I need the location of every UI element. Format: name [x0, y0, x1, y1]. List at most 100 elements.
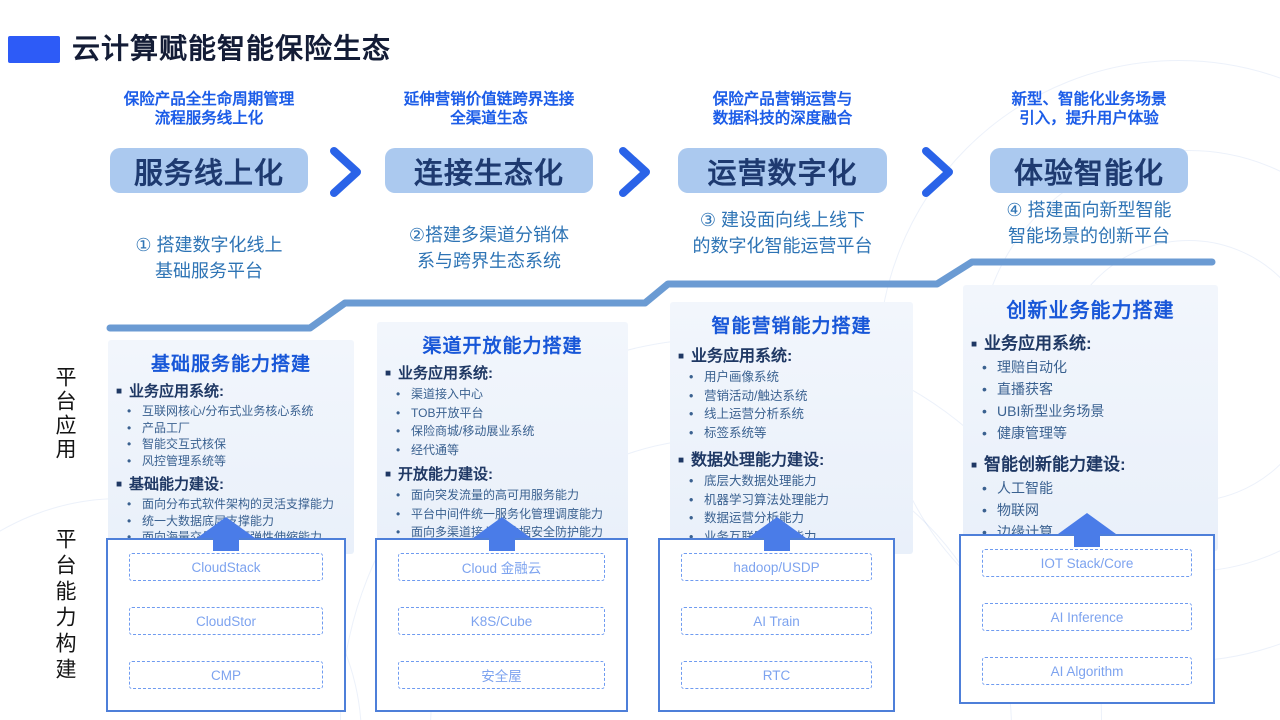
- column-headline: 保险产品营销运营与数据科技的深度融合: [678, 90, 887, 128]
- card-bullet-item: 用户画像系统: [676, 368, 907, 387]
- pipeline-column: 新型、智能化业务场景引入，提升用户体验 体验智能化 ④ 搭建面向新型智能智能场景…: [959, 0, 1218, 720]
- page-title: 云计算赋能智能保险生态: [72, 33, 392, 64]
- stage-badge: 服务线上化: [110, 148, 308, 193]
- side-label-platform-application: 平台应用: [53, 366, 76, 462]
- column-headline-line: 引入，提升用户体验: [1019, 110, 1159, 127]
- card-bullet-item: 面向分布式软件架构的灵活支撑能力: [114, 496, 348, 513]
- up-arrow-icon: [747, 517, 806, 556]
- stage-badge: 运营数字化: [678, 148, 887, 193]
- up-arrow-icon: [197, 517, 255, 556]
- card-bullet-item: 统一大数据底层支撑能力: [114, 513, 348, 530]
- stage-note-line: ① 搭建数字化线上: [135, 235, 283, 255]
- up-arrow-icon: [1058, 513, 1116, 552]
- stage-note-line: ④ 搭建面向新型智能: [1006, 200, 1172, 220]
- capability-card-body: 业务应用系统: 用户画像系统营销活动/触达系统线上运营分析系统标签系统等数据处理能…: [676, 342, 907, 546]
- chevron-right-icon: [329, 146, 363, 203]
- tech-box: K8S/Cube: [398, 607, 605, 635]
- column-headline: 延伸营销价值链跨界连接全渠道生态: [385, 90, 593, 128]
- tech-box: hadoop/USDP: [681, 553, 872, 581]
- pipeline-column: 保险产品全生命周期管理流程服务线上化 服务线上化 ① 搭建数字化线上基础服务平台…: [106, 0, 354, 720]
- stage-note: ① 搭建数字化线上基础服务平台: [110, 232, 308, 284]
- capability-card: 基础服务能力搭建 业务应用系统: 互联网核心/分布式业务核心系统产品工厂智能交互式…: [108, 340, 354, 554]
- tech-box: CloudStack: [129, 553, 323, 581]
- card-section-heading: 基础能力建设:: [116, 473, 348, 494]
- stage-note-line: ②搭建多渠道分销体: [408, 225, 570, 245]
- capability-card-title: 基础服务能力搭建: [150, 354, 311, 375]
- card-bullet-item: 保险商城/移动展业系统: [383, 422, 622, 441]
- stage-note-line: 基础服务平台: [155, 261, 263, 281]
- card-section-heading: 开放能力建设:: [385, 463, 622, 484]
- stage-note: ④ 搭建面向新型智能智能场景的创新平台: [990, 197, 1188, 249]
- tech-box: AI Inference: [982, 603, 1192, 631]
- stage-note: ②搭建多渠道分销体系与跨界生态系统: [385, 222, 593, 274]
- stage-badge: 体验智能化: [990, 148, 1188, 193]
- card-bullet-item: 标签系统等: [676, 424, 907, 443]
- card-bullet-item: 经代通等: [383, 441, 622, 460]
- capability-card-body: 业务应用系统: 渠道接入中心TOB开放平台保险商城/移动展业系统经代通等开放能力建…: [383, 362, 622, 542]
- card-bullet-item: 直播获客: [969, 378, 1212, 400]
- card-bullet-item: 人工智能: [969, 477, 1212, 499]
- card-bullet-item: 理赔自动化: [969, 356, 1212, 378]
- capability-card: 渠道开放能力搭建 业务应用系统: 渠道接入中心TOB开放平台保险商城/移动展业系统…: [377, 322, 628, 550]
- card-bullet-item: 线上运营分析系统: [676, 405, 907, 424]
- tech-box: CMP: [129, 661, 323, 689]
- side-label-platform-capability: 平台能力构建: [53, 528, 76, 684]
- column-headline-line: 流程服务线上化: [154, 110, 264, 127]
- tech-box: AI Train: [681, 607, 872, 635]
- chevron-right-icon: [921, 146, 955, 203]
- tech-box: Cloud 金融云: [398, 553, 605, 581]
- column-headline-line: 全渠道生态: [450, 110, 528, 127]
- column-headline-line: 保险产品全生命周期管理: [123, 91, 295, 108]
- stage-badge: 连接生态化: [385, 148, 593, 193]
- capability-card-title: 创新业务能力搭建: [1006, 300, 1175, 322]
- card-bullet-item: 智能交互式核保: [114, 436, 348, 453]
- stage-note-line: 智能场景的创新平台: [1008, 226, 1170, 246]
- card-section-heading: 业务应用系统:: [971, 329, 1212, 354]
- title-accent-bar: [8, 36, 60, 63]
- card-bullet-item: TOB开放平台: [383, 404, 622, 423]
- pipeline-column: 保险产品营销运营与数据科技的深度融合 运营数字化 ③ 建设面向线上线下的数字化智…: [658, 0, 913, 720]
- chevron-right-icon: [618, 146, 652, 203]
- card-bullet-item: 风控管理系统等: [114, 453, 348, 470]
- card-bullet-item: 渠道接入中心: [383, 385, 622, 404]
- column-headline: 新型、智能化业务场景引入，提升用户体验: [990, 90, 1188, 128]
- card-bullet-item: 底层大数据处理能力: [676, 472, 907, 491]
- card-bullet-item: 平台中间件统一服务化管理调度能力: [383, 505, 622, 524]
- column-headline-line: 新型、智能化业务场景: [1011, 91, 1167, 108]
- stage-note: ③ 建设面向线上线下的数字化智能运营平台: [678, 207, 887, 259]
- column-headline-line: 数据科技的深度融合: [712, 110, 853, 127]
- card-bullet-item: 互联网核心/分布式业务核心系统: [114, 403, 348, 420]
- card-section-heading: 业务应用系统:: [385, 362, 622, 383]
- tech-box: IOT Stack/Core: [982, 549, 1192, 577]
- card-bullet-item: 产品工厂: [114, 420, 348, 437]
- up-arrow-icon: [472, 517, 531, 556]
- column-headline: 保险产品全生命周期管理流程服务线上化: [110, 90, 308, 128]
- column-headline-line: 保险产品营销运营与: [712, 91, 853, 108]
- tech-box: CloudStor: [129, 607, 323, 635]
- card-bullet-item: 物联网: [969, 499, 1212, 521]
- card-section-heading: 数据处理能力建设:: [678, 446, 907, 470]
- column-headline-line: 延伸营销价值链跨界连接: [403, 91, 575, 108]
- tech-box: 安全屋: [398, 661, 605, 689]
- card-section-heading: 业务应用系统:: [678, 342, 907, 366]
- card-bullet-item: 营销活动/触达系统: [676, 387, 907, 406]
- stage-note-line: ③ 建设面向线上线下: [699, 210, 866, 230]
- card-bullet-item: UBI新型业务场景: [969, 400, 1212, 422]
- capability-card-title: 渠道开放能力搭建: [422, 336, 583, 357]
- tech-stack-panel: Cloud 金融云 K8S/Cube 安全屋: [375, 538, 628, 712]
- capability-card-title: 智能营销能力搭建: [711, 316, 872, 337]
- card-bullet-item: 机器学习算法处理能力: [676, 491, 907, 510]
- card-bullet-item: 面向突发流量的高可用服务能力: [383, 486, 622, 505]
- capability-card-body: 业务应用系统:理赔自动化直播获客UBI新型业务场景健康管理等智能创新能力建设:人…: [969, 329, 1212, 543]
- tech-box: RTC: [681, 661, 872, 689]
- card-bullet-item: 健康管理等: [969, 422, 1212, 444]
- pipeline-column: 延伸营销价值链跨界连接全渠道生态 连接生态化 ②搭建多渠道分销体系与跨界生态系统…: [375, 0, 628, 720]
- stage-note-line: 系与跨界生态系统: [417, 251, 561, 271]
- card-section-heading: 智能创新能力建设:: [971, 450, 1212, 475]
- card-section-heading: 业务应用系统:: [116, 380, 348, 401]
